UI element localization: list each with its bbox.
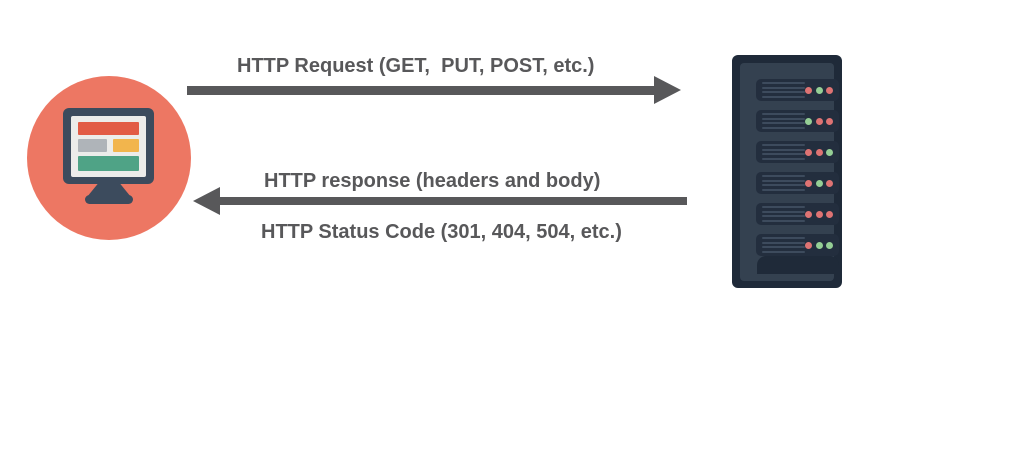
slot-vent-lines [762,113,805,129]
red-led-icon [826,117,833,125]
red-led-icon [805,241,812,249]
green-led-icon [805,117,812,125]
slot-led-lights [805,241,833,249]
server-rack-icon [732,55,842,288]
green-led-icon [826,148,833,156]
status-code-label: HTTP Status Code (301, 404, 504, etc.) [261,221,622,243]
monitor-stand-base [85,195,133,204]
green-led-icon [815,179,823,187]
red-led-icon [805,148,812,156]
server-slot [756,172,839,194]
slot-led-lights [805,210,833,218]
server-slot [756,79,839,101]
request-label: HTTP Request (GET, PUT, POST, etc.) [237,55,595,77]
server-front-panel [740,63,839,281]
slot-led-lights [805,148,833,156]
response-label: HTTP response (headers and body) [264,170,601,192]
screen-yellow-bar [113,139,139,152]
slot-vent-lines [762,206,805,222]
red-led-icon [815,210,823,218]
screen-gray-bar [78,139,107,152]
red-led-icon [815,117,823,125]
server-slot [756,141,839,163]
red-led-icon [826,179,833,187]
response-arrowhead-icon [193,187,220,215]
server-slot [756,110,839,132]
green-led-icon [826,241,833,249]
monitor-stand-neck [87,183,131,197]
red-led-icon [815,148,823,156]
request-arrow-shaft [187,86,655,95]
server-base-arch [757,256,839,274]
red-led-icon [826,86,833,94]
screen-content-block [78,156,139,171]
slot-vent-lines [762,175,805,191]
screen-header-bar [78,122,139,135]
request-arrowhead-icon [654,76,681,104]
slot-led-lights [805,86,833,94]
slot-vent-lines [762,82,805,98]
response-arrow-shaft [219,197,687,205]
red-led-icon [805,179,812,187]
slot-vent-lines [762,144,805,160]
slot-led-lights [805,117,833,125]
monitor-icon [63,108,154,184]
slot-vent-lines [762,237,805,253]
server-slot [756,234,839,256]
green-led-icon [815,86,823,94]
green-led-icon [815,241,823,249]
slot-led-lights [805,179,833,187]
screen-middle-row [78,139,139,152]
red-led-icon [805,86,812,94]
red-led-icon [826,210,833,218]
red-led-icon [805,210,812,218]
monitor-screen [71,116,146,177]
server-slot [756,203,839,225]
